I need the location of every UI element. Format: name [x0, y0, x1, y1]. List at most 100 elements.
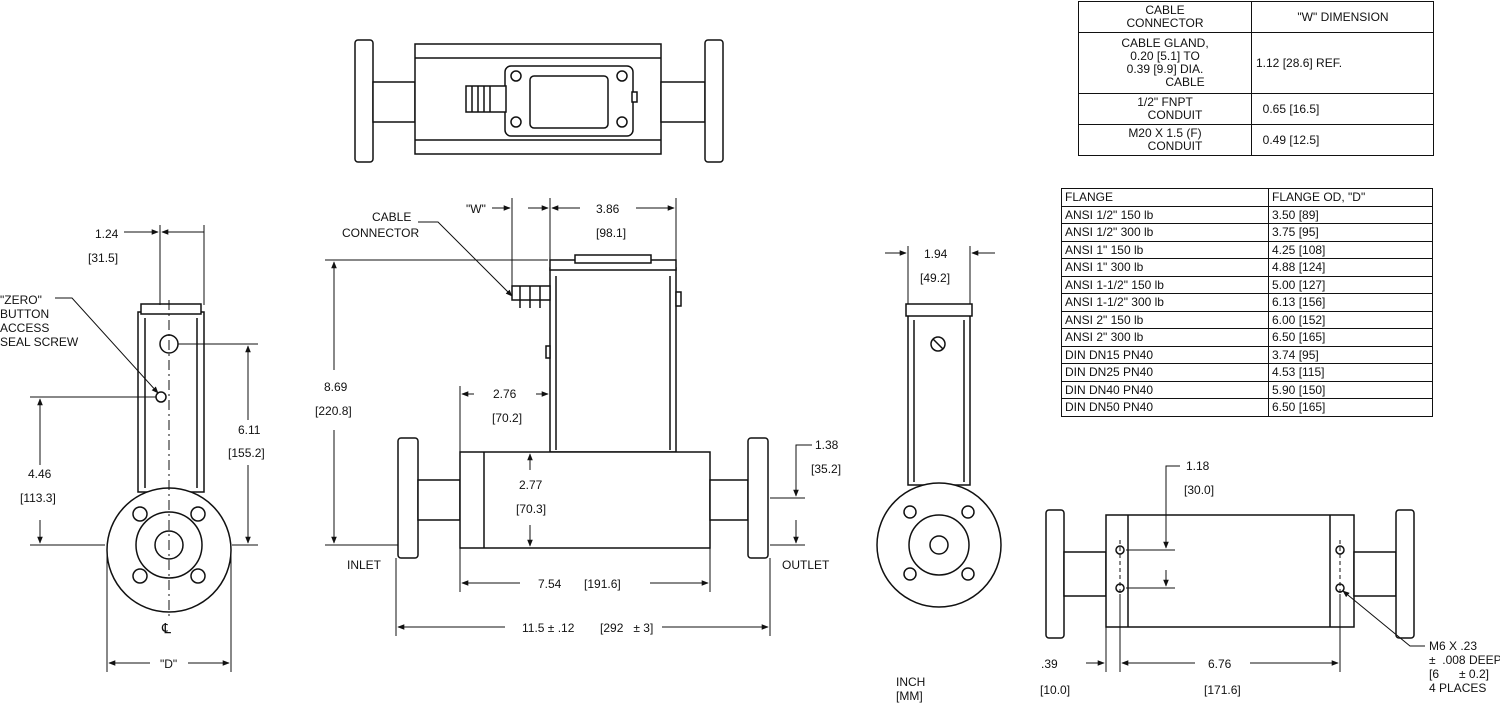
table-cell: 6.50 [165]: [1268, 398, 1433, 417]
table-header-row: FLANGE FLANGE OD, "D": [1061, 188, 1433, 207]
bottom-view: [1045, 509, 1415, 639]
table-cell: 6.13 [156]: [1268, 293, 1433, 312]
dim-6.11-mm: [155.2]: [228, 446, 265, 460]
m6-label-4: 4 PLACES: [1429, 681, 1486, 695]
dim-4.46-in: 4.46: [28, 467, 52, 481]
m6-label-2: ± .008 DEEP: [1429, 653, 1500, 667]
table-cell: ANSI 1" 150 lb: [1061, 240, 1269, 259]
header-cell: CABLE CONNECTOR: [1078, 1, 1252, 33]
header-cell: FLANGE OD, "D": [1268, 188, 1433, 207]
dim-D: "D": [160, 657, 177, 671]
inlet-label: INLET: [347, 558, 382, 572]
left-end-view: [106, 300, 232, 620]
table-cell: ANSI 2" 150 lb: [1061, 310, 1269, 329]
dim-8.69-in: 8.69: [324, 380, 348, 394]
table-cell: ANSI 1-1/2" 300 lb: [1061, 293, 1269, 312]
zero-label-3: ACCESS: [0, 321, 49, 335]
table-row: 1/2" FNPT CONDUIT 0.65 [16.5]: [1078, 93, 1434, 125]
table-cell: 3.75 [95]: [1268, 223, 1433, 242]
cable-connector-label-1: CABLE: [372, 210, 411, 224]
dim-11.5-in: 11.5 ± .12: [522, 621, 575, 635]
table-header-row: CABLE CONNECTOR "W" DIMENSION: [1078, 1, 1434, 33]
table-cell: 5.90 [150]: [1268, 380, 1433, 399]
dim-6.76-in: 6.76: [1208, 657, 1232, 671]
table-cell: 4.25 [108]: [1268, 240, 1433, 259]
dim-1.94-in: 1.94: [924, 247, 948, 261]
units-mm: [MM]: [896, 689, 923, 703]
table-cell: CABLE GLAND, 0.20 [5.1] TO 0.39 [9.9] DI…: [1078, 32, 1252, 94]
dim-1.38-mm: [35.2]: [811, 462, 841, 476]
table-cell: DIN DN25 PN40: [1061, 363, 1269, 382]
dim-1.24-in: 1.24: [95, 227, 119, 241]
front-view: [397, 254, 769, 559]
dim-2.76-mm: [70.2]: [492, 411, 522, 425]
table-cell: 0.49 [12.5]: [1251, 124, 1434, 156]
header-cell: "W" DIMENSION: [1251, 1, 1434, 33]
header-cell: FLANGE: [1061, 188, 1269, 207]
table-cell: DIN DN50 PN40: [1061, 398, 1269, 417]
table-cell: ANSI 1/2" 150 lb: [1061, 205, 1269, 224]
dim-1.24-mm: [31.5]: [88, 251, 118, 265]
right-end-view: [876, 303, 1002, 608]
centerline-symbol: ℄: [161, 620, 171, 636]
top-view: [354, 39, 724, 163]
table-cell: ANSI 1/2" 300 lb: [1061, 223, 1269, 242]
dim-4.46-mm: [113.3]: [20, 491, 56, 505]
dim-2.76-in: 2.76: [493, 387, 517, 401]
table-cell: 3.74 [95]: [1268, 345, 1433, 364]
table-cell: 6.50 [165]: [1268, 328, 1433, 347]
dim-0.39-mm: [10.0]: [1040, 683, 1070, 697]
table-cell: 3.50 [89]: [1268, 205, 1433, 224]
cable-connector-label-2: CONNECTOR: [342, 226, 419, 240]
dimension-text: 1.24 [31.5] "ZERO" BUTTON ACCESS SEAL SC…: [0, 202, 1500, 703]
m6-label-1: M6 X .23: [1429, 639, 1477, 653]
dim-7.54-in: 7.54: [538, 577, 562, 591]
table-cell: DIN DN15 PN40: [1061, 345, 1269, 364]
table-cell: 4.88 [124]: [1268, 258, 1433, 277]
table-cell: 1.12 [28.6] REF.: [1251, 32, 1434, 94]
m6-label-3: [6 ± 0.2]: [1429, 667, 1489, 681]
table-cell: M20 X 1.5 (F) CONDUIT: [1078, 124, 1252, 156]
dim-6.11-in: 6.11: [238, 423, 261, 437]
table-cell: DIN DN40 PN40: [1061, 380, 1269, 399]
zero-label-4: SEAL SCREW: [0, 335, 79, 349]
dim-2.77-in: 2.77: [519, 478, 543, 492]
table-cell: ANSI 2" 300 lb: [1061, 328, 1269, 347]
table-cell: 5.00 [127]: [1268, 275, 1433, 294]
dim-2.77-mm: [70.3]: [516, 502, 546, 516]
table-cell: ANSI 1" 300 lb: [1061, 258, 1269, 277]
dim-1.18-in: 1.18: [1186, 459, 1210, 473]
dim-1.18-mm: [30.0]: [1184, 483, 1214, 497]
dimension-lines: [30, 198, 1425, 672]
dim-W: "W": [466, 202, 486, 216]
table-cell: 4.53 [115]: [1268, 363, 1433, 382]
table-cell: 6.00 [152]: [1268, 310, 1433, 329]
outlet-label: OUTLET: [782, 558, 830, 572]
table-cell: ANSI 1-1/2" 150 lb: [1061, 275, 1269, 294]
dim-3.86-in: 3.86: [596, 202, 620, 216]
dim-1.94-mm: [49.2]: [920, 271, 950, 285]
units-inch: INCH: [896, 675, 925, 689]
table-cell: 1/2" FNPT CONDUIT: [1078, 93, 1252, 125]
table-row: M20 X 1.5 (F) CONDUIT 0.49 [12.5]: [1078, 124, 1434, 156]
cable-connector-table: CABLE CONNECTOR "W" DIMENSION CABLE GLAN…: [1078, 1, 1434, 156]
table-cell: 0.65 [16.5]: [1251, 93, 1434, 125]
dim-1.38-in: 1.38: [815, 438, 839, 452]
dim-7.54-mm: [191.6]: [584, 577, 621, 591]
dim-11.5-mm: [292 ± 3]: [600, 621, 653, 635]
